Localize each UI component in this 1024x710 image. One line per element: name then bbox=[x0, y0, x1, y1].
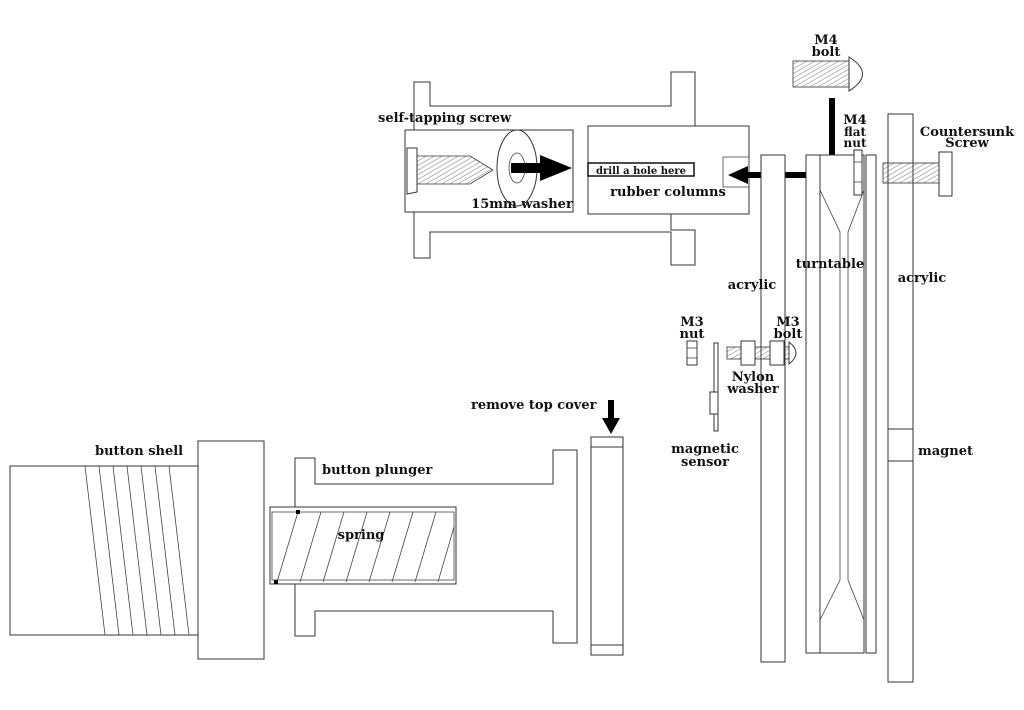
label-m4-bolt: M4 bbox=[814, 33, 837, 48]
label-magnet: magnet bbox=[918, 444, 973, 459]
left-acrylic-plate bbox=[760, 154, 786, 663]
magnet-block bbox=[887, 428, 914, 462]
label-remove-top-cover: remove top cover bbox=[471, 398, 597, 413]
label-m3-bolt-2: bolt bbox=[774, 327, 803, 342]
label-rubber-columns: rubber columns bbox=[610, 185, 726, 200]
remove-cover-arrow bbox=[602, 400, 620, 434]
drill-hole-box bbox=[587, 162, 695, 177]
label-countersunk-screw: Countersunk bbox=[920, 125, 1015, 140]
right-acrylic-plate bbox=[887, 113, 914, 683]
label-acrylic-left: acrylic bbox=[728, 278, 777, 293]
labels: M4 bolt self-tapping screw M4 flat nut C… bbox=[95, 33, 1015, 543]
m4-bolt bbox=[792, 56, 863, 92]
countersunk-screw bbox=[882, 151, 953, 197]
label-magnetic-sensor: magnetic bbox=[671, 442, 739, 457]
label-m4-bolt-2: bolt bbox=[812, 45, 841, 60]
label-drill-hole: drill a hole here bbox=[596, 166, 686, 177]
label-nylon-washer-2: washer bbox=[726, 382, 779, 397]
m4-flat-nut bbox=[853, 149, 863, 196]
label-nylon-washer: Nylon bbox=[732, 370, 775, 385]
insert-arrow bbox=[511, 155, 572, 181]
label-15mm-washer: 15mm washer bbox=[471, 197, 573, 212]
self-tapping-screw bbox=[406, 147, 494, 195]
label-magnetic-sensor-2: sensor bbox=[681, 455, 729, 470]
label-turntable: turntable bbox=[796, 257, 865, 272]
label-m3-nut: M3 bbox=[680, 315, 703, 330]
label-button-plunger: button plunger bbox=[322, 463, 432, 478]
label-self-tapping-screw: self-tapping screw bbox=[378, 111, 512, 126]
label-m4-flat-nut-3: nut bbox=[844, 136, 867, 150]
m3-bolt bbox=[726, 340, 797, 366]
m3-nut bbox=[686, 340, 698, 366]
label-m4-flat-nut-2: flat bbox=[844, 125, 867, 139]
turntable bbox=[805, 154, 877, 654]
label-button-shell: button shell bbox=[95, 444, 183, 459]
button-shell bbox=[9, 440, 265, 660]
magnetic-sensor bbox=[709, 342, 719, 432]
label-acrylic-right: acrylic bbox=[898, 271, 947, 286]
button-plunger bbox=[269, 449, 578, 644]
label-m4-flat-nut: M4 bbox=[843, 113, 866, 128]
label-m3-bolt: M3 bbox=[776, 315, 799, 330]
label-m3-nut-2: nut bbox=[680, 327, 705, 342]
label-countersunk-screw-2: Screw bbox=[945, 136, 989, 151]
spring bbox=[271, 510, 455, 584]
label-spring: spring bbox=[338, 528, 385, 543]
top-cover bbox=[590, 436, 624, 656]
